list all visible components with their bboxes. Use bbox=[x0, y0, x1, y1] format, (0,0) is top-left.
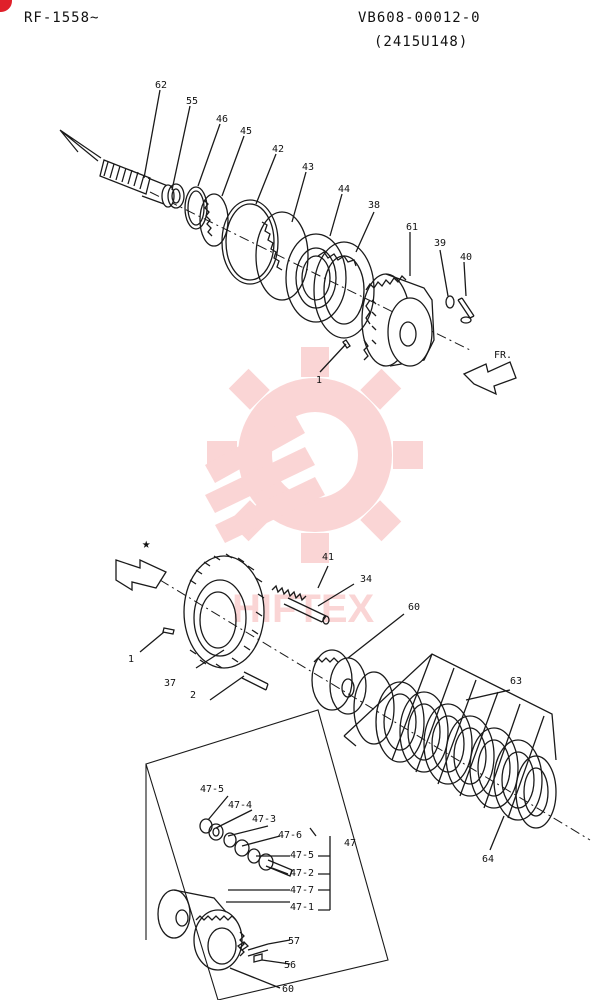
label-47: 47 bbox=[344, 838, 356, 849]
part-group-code: VB608-00012-0 bbox=[358, 10, 481, 26]
bottom-detail-assembly bbox=[145, 709, 389, 1000]
hub-bottom-assembly bbox=[157, 889, 227, 939]
label-47-1: 47-1 bbox=[290, 902, 314, 913]
star-mark: ★ bbox=[142, 536, 151, 552]
label-44: 44 bbox=[338, 184, 350, 195]
gear-60-bottom bbox=[193, 909, 245, 971]
label-60-bottom: 60 bbox=[282, 984, 294, 995]
shaft-62 bbox=[99, 159, 175, 208]
snap-ring-46 bbox=[184, 186, 208, 230]
middle-clutch-assembly bbox=[115, 553, 591, 851]
label-2: 2 bbox=[190, 690, 196, 701]
clutch-drum-61 bbox=[361, 273, 435, 367]
front-arrow bbox=[462, 361, 517, 396]
part-number-labels: 62 55 46 45 42 43 44 38 61 39 40 1 FR. ★… bbox=[128, 80, 522, 995]
label-fr: FR. bbox=[494, 350, 512, 361]
label-47-4: 47-4 bbox=[228, 800, 252, 811]
watermark-gear-logo: HIFTEX bbox=[205, 347, 423, 631]
label-45: 45 bbox=[240, 126, 252, 137]
snap-ring-42 bbox=[221, 199, 279, 285]
label-47-7: 47-7 bbox=[290, 885, 314, 896]
parts-47-chain bbox=[199, 818, 293, 877]
part-group-subcode: (2415U148) bbox=[374, 34, 469, 50]
label-38: 38 bbox=[368, 200, 380, 211]
label-56: 56 bbox=[284, 960, 296, 971]
label-57: 57 bbox=[288, 936, 300, 947]
label-42: 42 bbox=[272, 144, 284, 155]
label-1-mid: 1 bbox=[128, 654, 134, 665]
label-62: 62 bbox=[155, 80, 167, 91]
hub-60-mid bbox=[311, 649, 367, 715]
label-60-mid: 60 bbox=[408, 602, 420, 613]
plate-45 bbox=[199, 193, 229, 247]
guide-pin-34 bbox=[283, 597, 330, 625]
label-55: 55 bbox=[186, 96, 198, 107]
label-34: 34 bbox=[360, 574, 372, 585]
spring-41 bbox=[271, 584, 307, 602]
watermark-text: HIFTEX bbox=[232, 587, 375, 631]
label-63: 63 bbox=[510, 676, 522, 687]
label-43: 43 bbox=[302, 162, 314, 173]
washer-39 bbox=[445, 295, 455, 309]
label-47-5b: 47-5 bbox=[290, 850, 314, 861]
bearing-55 bbox=[167, 183, 185, 209]
label-40: 40 bbox=[460, 252, 472, 263]
label-47-6: 47-6 bbox=[278, 830, 302, 841]
bolt-40 bbox=[457, 297, 475, 324]
pin-2 bbox=[241, 671, 269, 691]
label-47-3: 47-3 bbox=[252, 814, 276, 825]
label-61: 61 bbox=[406, 222, 418, 233]
top-clutch-assembly bbox=[59, 89, 517, 396]
piston-37 bbox=[183, 553, 265, 669]
label-47-5a: 47-5 bbox=[200, 784, 224, 795]
direction-arrow-star bbox=[115, 558, 167, 592]
label-47-2: 47-2 bbox=[290, 868, 314, 879]
disc-44 bbox=[285, 233, 347, 323]
plate-43 bbox=[255, 211, 309, 301]
pin-1-top bbox=[342, 339, 351, 349]
label-64: 64 bbox=[482, 854, 494, 865]
label-41: 41 bbox=[322, 552, 334, 563]
plate-38 bbox=[313, 241, 375, 339]
pin-1-mid bbox=[162, 627, 175, 635]
label-37: 37 bbox=[164, 678, 176, 689]
label-39: 39 bbox=[434, 238, 446, 249]
clutch-disc-stack-63-64 bbox=[353, 671, 557, 829]
label-1-top: 1 bbox=[316, 375, 322, 386]
model-range-code: RF-1558~ bbox=[24, 10, 100, 26]
label-46: 46 bbox=[216, 114, 228, 125]
